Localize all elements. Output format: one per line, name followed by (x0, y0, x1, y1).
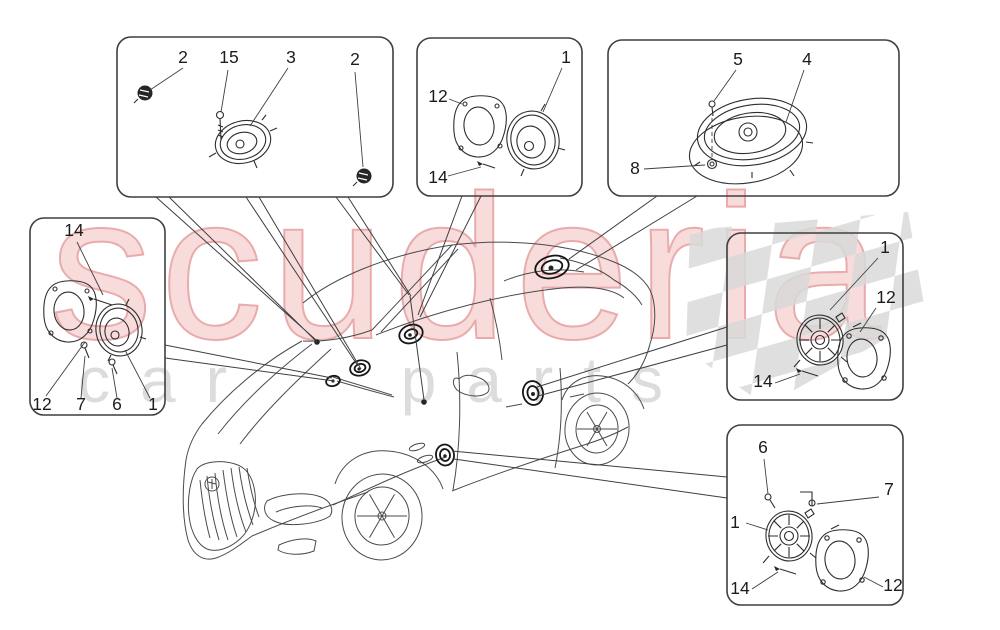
car-headlight (264, 493, 333, 526)
screw-icon (800, 491, 816, 507)
callout-box-frame (726, 424, 904, 606)
position-dot-door (421, 399, 427, 405)
car-lower-intake (277, 538, 317, 555)
callout-number[interactable]: 14 (64, 220, 84, 240)
callout-box-frame (416, 37, 583, 197)
screw-icon (764, 493, 776, 509)
speaker-front-icon (95, 298, 147, 362)
pin-icon (774, 566, 797, 575)
rear-door-speaker-icon (522, 380, 544, 406)
watermark: scuderia car parts (49, 152, 926, 416)
callout-number[interactable]: 6 (758, 437, 768, 457)
callout-number[interactable]: 14 (730, 578, 750, 598)
callout-number[interactable]: 14 (753, 371, 773, 391)
nut-icon (706, 158, 718, 170)
callout-number[interactable]: 6 (112, 394, 122, 414)
callout-number[interactable]: 15 (219, 47, 238, 67)
callout-number[interactable]: 1 (880, 237, 890, 257)
car-body-outline (302, 241, 656, 385)
dash-speaker-icon (349, 359, 371, 377)
oval-speaker-icon (688, 97, 814, 185)
front-wheel (334, 450, 444, 561)
car-illustration (182, 241, 656, 561)
callout-box-top-right: 5 4 8 (607, 39, 900, 197)
tweeter-clip-icon (352, 168, 372, 187)
callout-number[interactable]: 4 (802, 49, 812, 69)
watermark-subtitle-text: car parts (78, 344, 693, 416)
car-door-handles (505, 393, 585, 408)
callout-number[interactable]: 12 (32, 394, 51, 414)
callout-box-frame (607, 39, 900, 197)
front-door-top-speaker-icon (398, 323, 424, 345)
screw-icon (708, 100, 716, 117)
callout-number[interactable]: 12 (428, 86, 447, 106)
screw-icon (108, 358, 118, 375)
car-hood-creases (217, 343, 332, 445)
callout-box-top-left: 2 15 3 2 (116, 36, 394, 198)
callout-number[interactable]: 8 (630, 158, 640, 178)
callout-number[interactable]: 1 (730, 512, 740, 532)
leader-wedges (155, 195, 728, 499)
car-fender-vents (408, 442, 434, 464)
speaker-front-icon (208, 114, 278, 169)
callout-box-left: 14 12 7 6 1 (29, 217, 166, 416)
tweeter-clip-icon (133, 85, 153, 104)
speaker-rear-icon (762, 508, 817, 564)
callout-number[interactable]: 2 (350, 49, 360, 69)
car-wiper (332, 376, 395, 398)
callout-box-right-middle: 1 12 14 (726, 232, 904, 401)
car-mirror (452, 374, 490, 397)
parcel-shelf-speaker-icon (534, 254, 570, 280)
callout-box-frame (726, 232, 904, 401)
mounting-ring-icon (815, 524, 869, 592)
mounting-ring-icon (453, 95, 507, 158)
callout-box-top-middle: 12 1 14 (416, 37, 583, 197)
car-grille-slats (199, 466, 260, 541)
callout-box-frame (29, 217, 166, 416)
car-front-face (182, 459, 253, 560)
front-fender-speaker-icon (435, 443, 455, 467)
pin-icon (477, 161, 496, 169)
callout-number[interactable]: 2 (178, 47, 188, 67)
callout-number[interactable]: 14 (428, 167, 448, 187)
callout-number[interactable]: 12 (883, 575, 902, 595)
speaker-front-icon (506, 103, 566, 177)
mounting-ring-icon (43, 280, 97, 343)
callout-number[interactable]: 12 (876, 287, 895, 307)
car-sill-line (451, 426, 629, 492)
callout-number[interactable]: 7 (76, 394, 86, 414)
car-grille (187, 461, 256, 551)
callout-box-bottom-right: 6 7 1 14 12 (726, 424, 904, 606)
car-bumper-bottom (251, 491, 369, 537)
callout-number[interactable]: 1 (561, 47, 571, 67)
screw-icon (80, 341, 90, 359)
car-belt-line (375, 286, 625, 336)
car-hood-edge (185, 340, 303, 461)
callout-number[interactable]: 5 (733, 49, 743, 69)
mounting-ring-icon (837, 322, 891, 390)
callout-number[interactable]: 3 (286, 47, 296, 67)
pin-icon (88, 296, 113, 306)
car-trident-emblem (204, 476, 220, 492)
callout-number[interactable]: 1 (148, 394, 158, 414)
screw-icon (215, 110, 225, 141)
car-cowl-line (302, 329, 373, 342)
checkered-flag-pattern (686, 212, 926, 406)
callout-box-frame (116, 36, 394, 198)
pin-icon (796, 368, 819, 377)
callout-number[interactable]: 7 (884, 479, 894, 499)
